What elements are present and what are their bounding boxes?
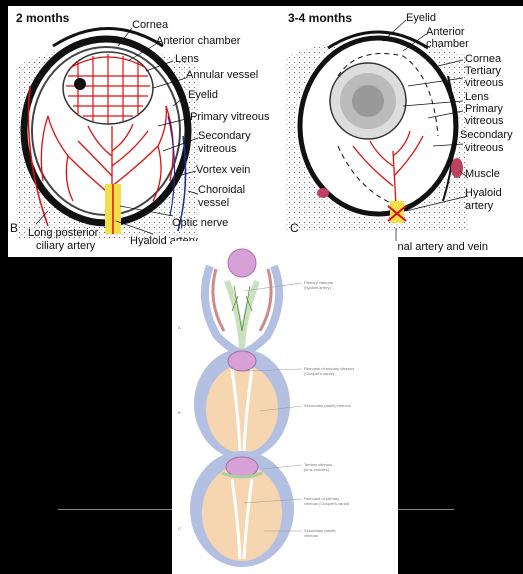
label-secondary-vitreous-b-2: vitreous [198, 144, 237, 155]
label-anterior-c-1: Anterior [426, 27, 465, 38]
label-remnant-b-2: (Cloquet's canal) [304, 372, 334, 377]
label-anterior-c-2: chamber [426, 39, 469, 50]
label-long-posterior-b-1: Long posterior [28, 228, 98, 239]
stage-a-eye-cup [205, 249, 302, 353]
label-primary-c-1: Primary [465, 104, 503, 115]
panel-b-title: 2 months [16, 11, 69, 25]
label-primary-c-2: vitreous [465, 116, 504, 127]
vitreous-development-diagram: A B C Primary vitreous (hyaloid artery) … [172, 241, 398, 574]
label-cornea-b: Cornea [132, 20, 168, 31]
panel-b-letter: B [10, 221, 18, 235]
muscle-c [451, 158, 463, 178]
label-optic-nerve-b: Optic nerve [172, 218, 228, 229]
eye-c [286, 20, 468, 256]
label-choroidal-vessel-b-2: vessel [198, 198, 229, 209]
label-primary-vitreous-b: Primary vitreous [190, 112, 269, 123]
label-secondary-b: Secondary (adult) vitreous [304, 404, 351, 409]
label-eyelid-c: Eyelid [406, 13, 436, 24]
label-tertiary-c-2: (lens zonules) [304, 468, 329, 473]
label-remnant-c-2: vitreous (Cloquet's canal) [304, 502, 349, 507]
stage-a-letter: A [178, 326, 181, 331]
vitreous-stages-drawing [172, 241, 398, 574]
stage-c-eye [190, 451, 302, 567]
label-secondary-c-1: Secondary [460, 130, 513, 141]
label-primary-vitreous-a-2: (hyaloid artery) [304, 286, 331, 291]
label-cornea-c: Cornea [465, 54, 501, 65]
label-choroidal-vessel-b-1: Choroidal [198, 185, 245, 196]
label-secondary-c-2: vitreous [304, 534, 318, 539]
label-lens-b: Lens [175, 54, 199, 65]
label-long-posterior-b-2: ciliary artery [36, 241, 95, 252]
label-vortex-vein-b: Vortex vein [196, 165, 250, 176]
label-tertiary-c-1: Tertiary [465, 66, 501, 77]
panel-c-letter: C [290, 221, 299, 235]
label-hyaloid-c-1: Hyaloid [465, 188, 502, 199]
eye-b [16, 28, 198, 238]
label-tertiary-c-2: vitreous [465, 78, 504, 89]
label-annular-vessel-b: Annular vessel [186, 70, 258, 81]
vessel-knot [74, 78, 86, 90]
label-lens-c: Lens [465, 92, 489, 103]
embryo-eye-diagram-top: 2 months Cornea Anterior chamber Lens An… [8, 6, 523, 257]
label-secondary-c-2: vitreous [465, 143, 504, 154]
label-hyaloid-c-2: artery [465, 201, 493, 212]
optic-nerve-c [390, 201, 404, 223]
label-eyelid-b: Eyelid [188, 90, 218, 101]
label-anterior-chamber-b: Anterior chamber [156, 36, 240, 47]
label-secondary-vitreous-b-1: Secondary [198, 131, 251, 142]
stage-c-letter: C [178, 527, 181, 532]
stage-b-letter: B [178, 411, 181, 416]
panel-c-title: 3-4 months [288, 11, 352, 25]
label-muscle-c: Muscle [465, 169, 500, 180]
label-retinal-c: tinal artery and vein [392, 242, 488, 253]
